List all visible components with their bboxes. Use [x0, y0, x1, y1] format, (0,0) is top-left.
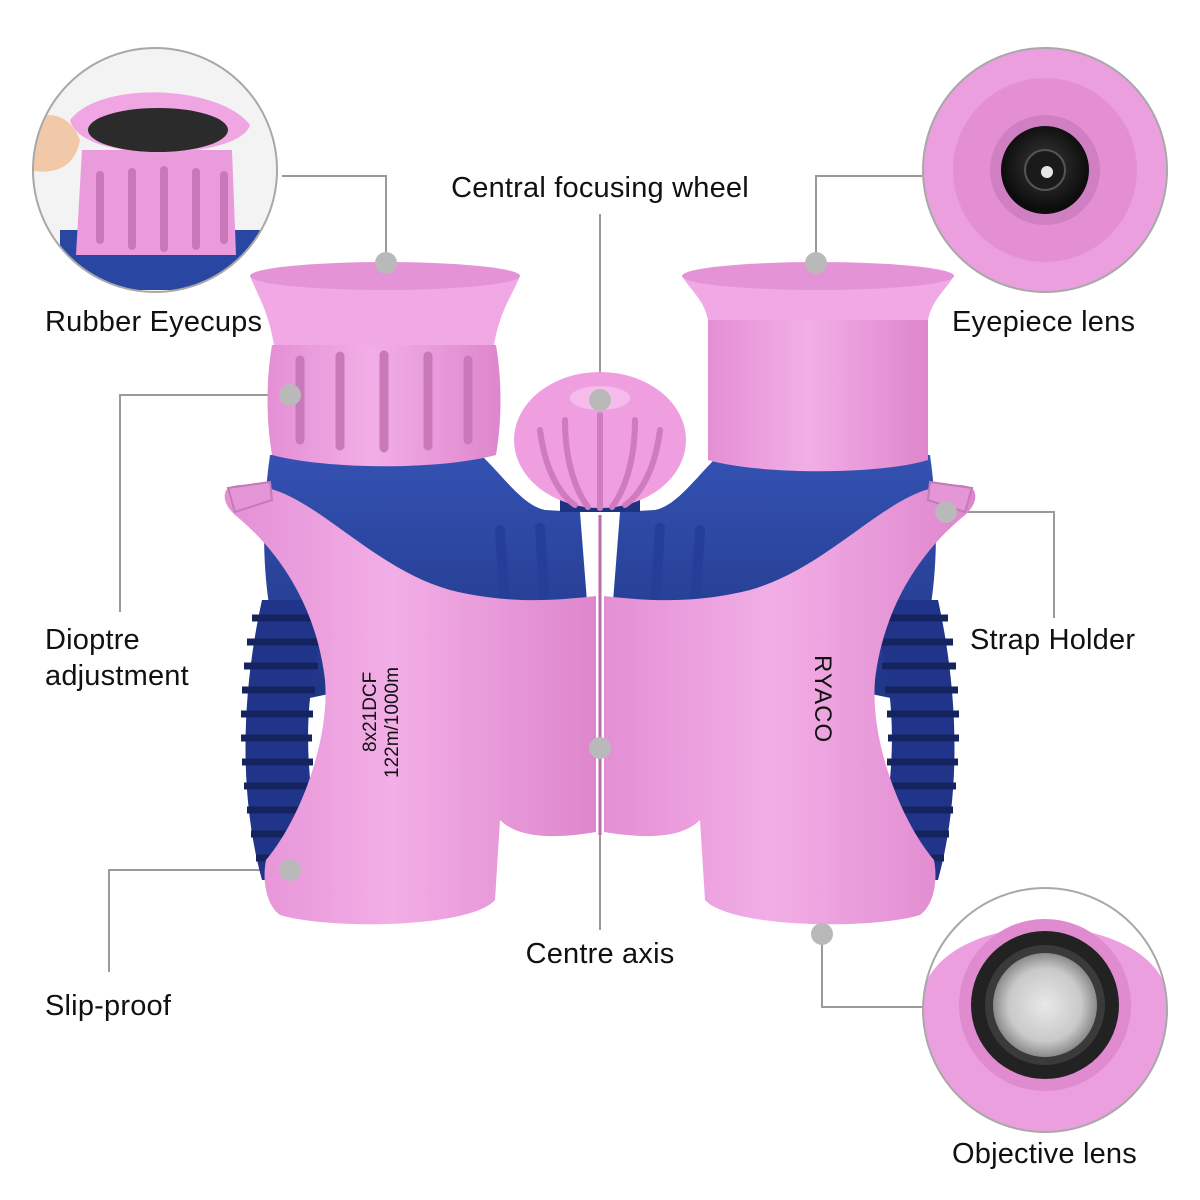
label-objective-lens: Objective lens: [952, 1138, 1137, 1170]
strap-holder-left: [226, 480, 274, 514]
label-eyepiece-lens: Eyepiece lens: [952, 306, 1136, 338]
marker-slip-proof: [279, 859, 301, 881]
label-centre-axis: Centre axis: [525, 938, 675, 970]
label-dioptre-line1: Dioptre: [45, 624, 140, 656]
marker-centre-axis: [589, 737, 611, 759]
marker-objective-lens: [811, 923, 833, 945]
marker-strap-holder: [935, 501, 957, 523]
callout-line-slip-proof: [108, 869, 290, 972]
callout-line-dioptre: [119, 394, 290, 612]
callout-line-rubber-eyecups: [282, 175, 387, 262]
marker-focus-wheel: [589, 389, 611, 411]
binoculars-body: 8x21DCF 122m/1000m RYACO: [224, 252, 976, 945]
label-central-focusing-wheel: Central focusing wheel: [451, 172, 749, 204]
model-text-1: 8x21DCF: [360, 672, 381, 752]
marker-eyepiece-lens: [805, 252, 827, 274]
marker-rubber-eyecups: [375, 252, 397, 274]
right-eyepiece: [708, 302, 928, 472]
detail-circle-objective: [922, 887, 1168, 1133]
marker-dioptre: [279, 384, 301, 406]
label-strap-holder: Strap Holder: [970, 624, 1136, 656]
callout-line-objective-lens: [821, 935, 922, 1008]
pink-armour-left: [224, 484, 596, 925]
brand-logo-text: RYACO: [809, 655, 836, 743]
strap-holder-right: [926, 480, 974, 514]
model-text-2: 122m/1000m: [382, 667, 403, 778]
label-slip-proof: Slip-proof: [45, 990, 172, 1022]
detail-circle-eyecup: [32, 47, 278, 293]
detail-circle-eyepiece: [922, 47, 1168, 293]
label-rubber-eyecups: Rubber Eyecups: [45, 306, 263, 338]
focus-wheel: [514, 372, 686, 512]
callout-line-strap-holder: [946, 511, 1055, 618]
callout-line-eyepiece-lens: [815, 175, 922, 262]
label-dioptre-line2: adjustment: [45, 660, 189, 692]
pink-armour-right: [604, 484, 976, 925]
callout-markers: [279, 252, 957, 945]
